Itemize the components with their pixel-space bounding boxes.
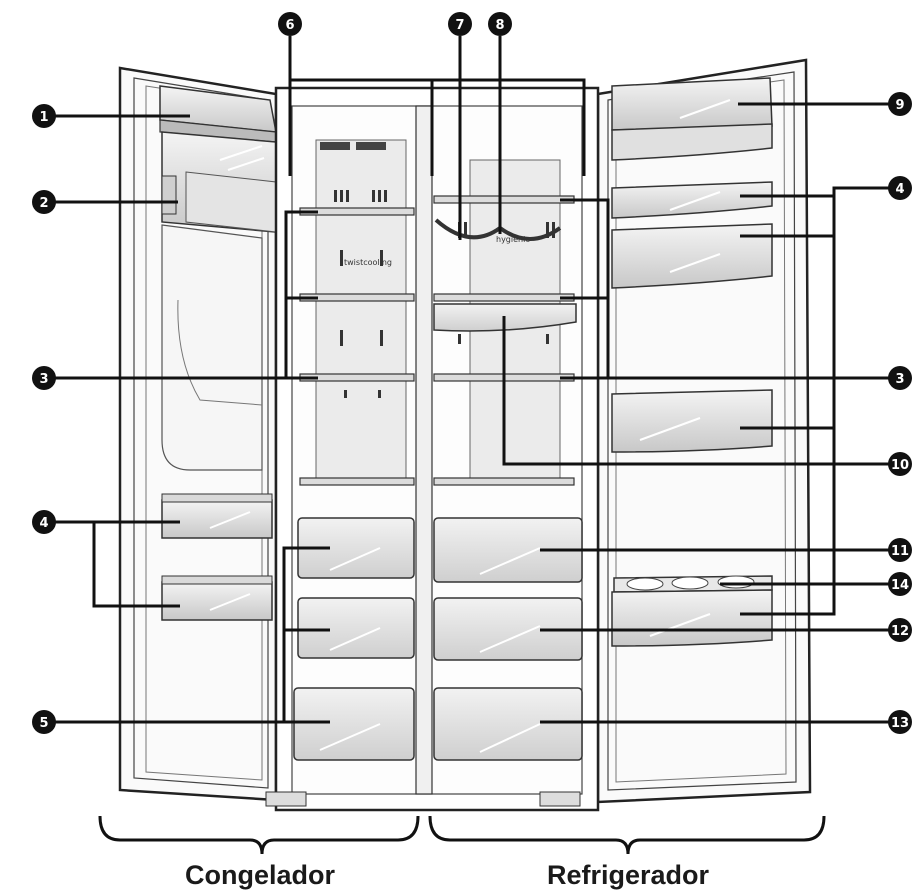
fridge-door-bin-1 (611, 181, 773, 219)
callout-5: 5 (32, 710, 56, 734)
brand-mark-left: twistcooling (344, 258, 392, 267)
callout-7: 7 (448, 12, 472, 36)
callout-7-label: 7 (455, 18, 464, 33)
callout-14: 14 (888, 572, 912, 596)
foot-right (539, 791, 581, 807)
leader-lines (54, 36, 896, 855)
callout-5-label: 5 (39, 716, 48, 731)
callout-1: 1 (32, 104, 56, 128)
fridge-door-bin-bottom (611, 589, 773, 647)
callout-13-label: 13 (891, 716, 909, 731)
callout-2-label: 2 (39, 196, 48, 211)
callout-8: 8 (488, 12, 512, 36)
callout-4-left-label: 4 (39, 516, 48, 531)
callout-3-left-label: 3 (39, 372, 48, 387)
callout-14-label: 14 (891, 578, 909, 593)
callout-10: 10 (888, 452, 912, 476)
freezer-door-bin-upper (161, 493, 273, 539)
brand-mark-right: hygienic (496, 235, 530, 244)
callout-9: 9 (888, 92, 912, 116)
callout-11: 11 (888, 538, 912, 562)
callout-12-label: 12 (891, 624, 909, 639)
callout-badges: 1 2 3 3 4 4 5 6 7 8 9 10 11 14 12 13 (32, 12, 912, 734)
foot-left (265, 791, 307, 807)
freezer-door-bin-lower (161, 575, 273, 621)
callout-2: 2 (32, 190, 56, 214)
fridge-door-bin-3 (611, 389, 773, 453)
callout-4-left: 4 (32, 510, 56, 534)
callout-12: 12 (888, 618, 912, 642)
callout-6-label: 6 (285, 18, 294, 33)
callout-8-label: 8 (495, 18, 504, 33)
callout-1-label: 1 (39, 110, 48, 125)
callout-3-right: 3 (888, 366, 912, 390)
ice-bin (161, 131, 277, 233)
fridge-drawers (433, 517, 583, 761)
callout-3-left: 3 (32, 366, 56, 390)
callout-9-label: 9 (895, 98, 904, 113)
callout-11-label: 11 (891, 544, 909, 559)
callout-6: 6 (278, 12, 302, 36)
fridge-door-bin-top (611, 77, 773, 161)
freezer-label: Congelador (185, 860, 335, 890)
fridge-door-bin-2 (611, 223, 773, 289)
callout-4-right-label: 4 (895, 182, 904, 197)
fridge-label: Refrigerador (547, 860, 710, 890)
callout-4-right: 4 (888, 176, 912, 200)
callout-3-right-label: 3 (895, 372, 904, 387)
freezer-drawers (293, 517, 415, 761)
callout-10-label: 10 (891, 458, 909, 473)
callout-13: 13 (888, 710, 912, 734)
